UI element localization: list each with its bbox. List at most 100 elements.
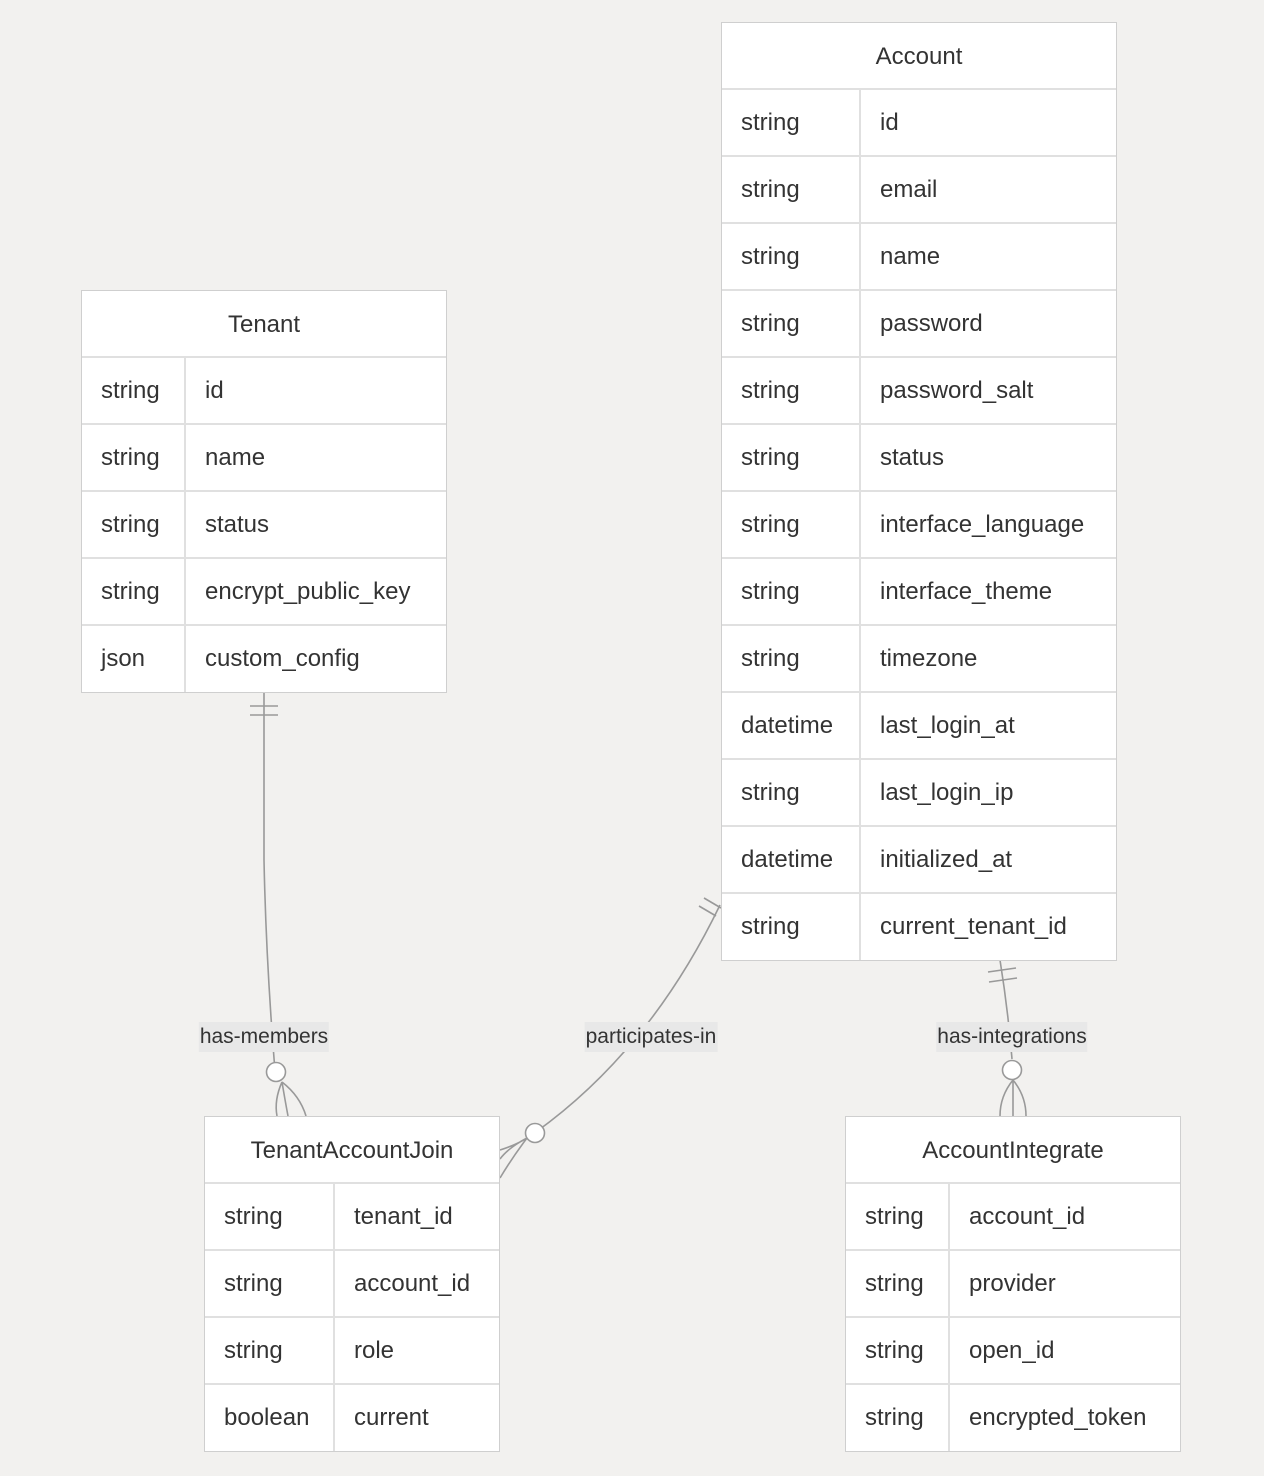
entity-title: AccountIntegrate xyxy=(846,1117,1180,1184)
attribute-row: string open_id xyxy=(846,1318,1180,1385)
entity-account-integrate[interactable]: AccountIntegrate string account_id string… xyxy=(845,1116,1181,1452)
entity-tenant-account-join[interactable]: TenantAccountJoin string tenant_id string… xyxy=(204,1116,500,1452)
crowsfoot-one-account-left xyxy=(698,905,717,917)
crowsfoot-many-tenant-join xyxy=(275,1081,307,1117)
crowsfoot-many-join-right xyxy=(499,1137,528,1179)
attribute-row: string provider xyxy=(846,1251,1180,1318)
attribute-name: name xyxy=(880,243,941,270)
rel-label-participates-in: participates-in xyxy=(584,1022,718,1052)
attribute-row: string status xyxy=(82,492,446,559)
rel-line-participates-in xyxy=(535,904,721,1133)
attribute-row: string timezone xyxy=(722,626,1116,693)
attribute-row: string status xyxy=(722,425,1116,492)
attribute-row: string account_id xyxy=(205,1251,499,1318)
attribute-name: password xyxy=(880,310,983,337)
attribute-row: string password_salt xyxy=(722,358,1116,425)
rel-label-has-integrations: has-integrations xyxy=(936,1022,1088,1052)
attribute-row: datetime last_login_at xyxy=(722,693,1116,760)
attribute-type: boolean xyxy=(205,1385,335,1451)
attribute-type: json xyxy=(82,626,186,692)
attribute-name: email xyxy=(880,176,938,203)
attribute-row: string last_login_ip xyxy=(722,760,1116,827)
crowsfoot-one-account-bottom xyxy=(987,967,1017,973)
attribute-type: string xyxy=(205,1318,335,1383)
attribute-name: status xyxy=(205,511,270,538)
attribute-type: string xyxy=(846,1318,950,1383)
attribute-name: status xyxy=(880,444,945,471)
attribute-type: string xyxy=(722,559,861,624)
attribute-name: account_id xyxy=(354,1270,471,1297)
attribute-row: datetime initialized_at xyxy=(722,827,1116,894)
attribute-type: string xyxy=(722,358,861,423)
attribute-name: role xyxy=(354,1337,395,1364)
attribute-row: string account_id xyxy=(846,1184,1180,1251)
attribute-type: string xyxy=(205,1184,335,1249)
attribute-name: interface_theme xyxy=(880,578,1053,605)
attribute-name: provider xyxy=(969,1270,1056,1297)
attribute-name: password_salt xyxy=(880,377,1034,404)
attribute-type: string xyxy=(722,425,861,490)
attribute-name: timezone xyxy=(880,645,978,672)
attribute-type: string xyxy=(722,90,861,155)
crowsfoot-one-account-left-2 xyxy=(703,897,722,909)
attribute-name: tenant_id xyxy=(354,1203,453,1230)
attribute-name: last_login_ip xyxy=(880,779,1014,806)
zero-marker-participates-in xyxy=(524,1122,546,1144)
entity-tenant[interactable]: Tenant string id string name string stat… xyxy=(81,290,447,693)
attribute-type: string xyxy=(722,157,861,222)
attribute-row: string name xyxy=(82,425,446,492)
attribute-row: string password xyxy=(722,291,1116,358)
attribute-name: encrypted_token xyxy=(969,1404,1147,1431)
attribute-type: string xyxy=(722,492,861,557)
attribute-row: json custom_config xyxy=(82,626,446,692)
attribute-type: string xyxy=(82,492,186,557)
crowsfoot-many-integrate xyxy=(999,1079,1027,1117)
zero-marker-has-members xyxy=(265,1061,287,1083)
attribute-type: string xyxy=(722,894,861,960)
zero-marker-has-integrations xyxy=(1001,1059,1023,1081)
attribute-type: string xyxy=(82,425,186,490)
attribute-row: string id xyxy=(722,90,1116,157)
attribute-type: string xyxy=(722,224,861,289)
attribute-type: string xyxy=(205,1251,335,1316)
rel-line-has-members xyxy=(263,692,276,1072)
attribute-type: datetime xyxy=(722,693,861,758)
attribute-name: open_id xyxy=(969,1337,1055,1364)
attribute-type: string xyxy=(722,291,861,356)
attribute-name: initialized_at xyxy=(880,846,1013,873)
entity-title: TenantAccountJoin xyxy=(205,1117,499,1184)
attribute-name: account_id xyxy=(969,1203,1086,1230)
attribute-row: string current_tenant_id xyxy=(722,894,1116,960)
entity-title: Account xyxy=(722,23,1116,90)
attribute-row: string tenant_id xyxy=(205,1184,499,1251)
attribute-row: string name xyxy=(722,224,1116,291)
attribute-row: string role xyxy=(205,1318,499,1385)
attribute-type: string xyxy=(722,626,861,691)
attribute-name: id xyxy=(880,109,899,136)
attribute-type: string xyxy=(82,358,186,423)
attribute-type: string xyxy=(846,1251,950,1316)
attribute-type: string xyxy=(846,1184,950,1249)
attribute-row: string email xyxy=(722,157,1116,224)
attribute-row: boolean current xyxy=(205,1385,499,1451)
entity-title: Tenant xyxy=(82,291,446,358)
attribute-name: current xyxy=(354,1404,429,1431)
attribute-name: current_tenant_id xyxy=(880,913,1067,940)
attribute-name: name xyxy=(205,444,266,471)
attribute-row: string encrypt_public_key xyxy=(82,559,446,626)
rel-label-has-members: has-members xyxy=(198,1022,330,1052)
attribute-row: string id xyxy=(82,358,446,425)
attribute-type: string xyxy=(846,1385,950,1451)
attribute-name: id xyxy=(205,377,224,404)
attribute-row: string interface_theme xyxy=(722,559,1116,626)
attribute-name: custom_config xyxy=(205,645,360,672)
attribute-name: last_login_at xyxy=(880,712,1015,739)
attribute-type: string xyxy=(722,760,861,825)
attribute-type: string xyxy=(82,559,186,624)
attribute-name: encrypt_public_key xyxy=(205,578,411,605)
attribute-name: interface_language xyxy=(880,511,1085,538)
attribute-row: string encrypted_token xyxy=(846,1385,1180,1451)
attribute-type: datetime xyxy=(722,827,861,892)
crowsfoot-one-account-bottom-2 xyxy=(988,977,1018,983)
